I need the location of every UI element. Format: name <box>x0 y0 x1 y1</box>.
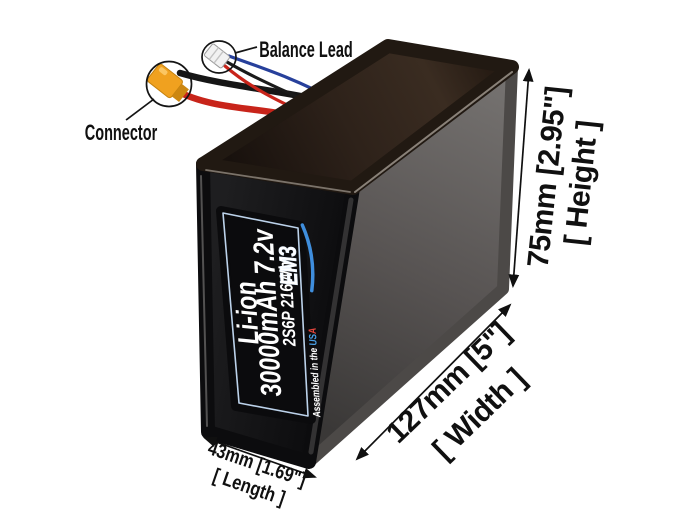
left-edge-highlight <box>200 175 208 427</box>
balance-lead-label: Balance Lead <box>259 37 353 62</box>
xt60-highlight <box>158 67 168 76</box>
box-top-face <box>196 39 519 195</box>
near-edge-sheen <box>308 197 354 455</box>
balance-callout-circle <box>201 40 237 74</box>
jst-body <box>204 43 230 69</box>
right-top-edge-highlight <box>354 71 513 193</box>
assembled-a: A <box>307 327 320 335</box>
assembled-prefix: Assembled in the <box>308 345 324 418</box>
length-arrow <box>203 436 317 479</box>
label-config-text: 2S6P 216Wh <box>276 261 300 348</box>
brand-logo-swoosh <box>300 223 315 293</box>
assembled-text: Assembled in the USA <box>307 327 324 418</box>
connector-leader-line <box>125 98 155 121</box>
height-arrow <box>508 67 534 289</box>
label-chemistry-text: Li-ion <box>229 281 265 346</box>
balance-leader-line <box>234 46 258 54</box>
label-border <box>222 212 309 417</box>
brand-logo: EM3 <box>273 223 315 293</box>
xt60-connector <box>147 63 189 103</box>
jst-ridges <box>208 47 224 64</box>
jst-connector <box>204 43 230 69</box>
width-arrow <box>355 303 512 461</box>
front-top-edge-highlight <box>205 169 351 193</box>
connector-callout-circle <box>145 60 193 108</box>
xt60-rear <box>171 83 189 103</box>
battery-label: Li-ion 30000mAh 7.2v 2S6P 216Wh EM3 Asse… <box>216 206 324 424</box>
assembled-us: US <box>307 333 320 346</box>
connector-label: Connector <box>85 120 158 145</box>
battery-label-plate <box>216 206 316 424</box>
brand-logo-text: EM3 <box>273 245 303 286</box>
